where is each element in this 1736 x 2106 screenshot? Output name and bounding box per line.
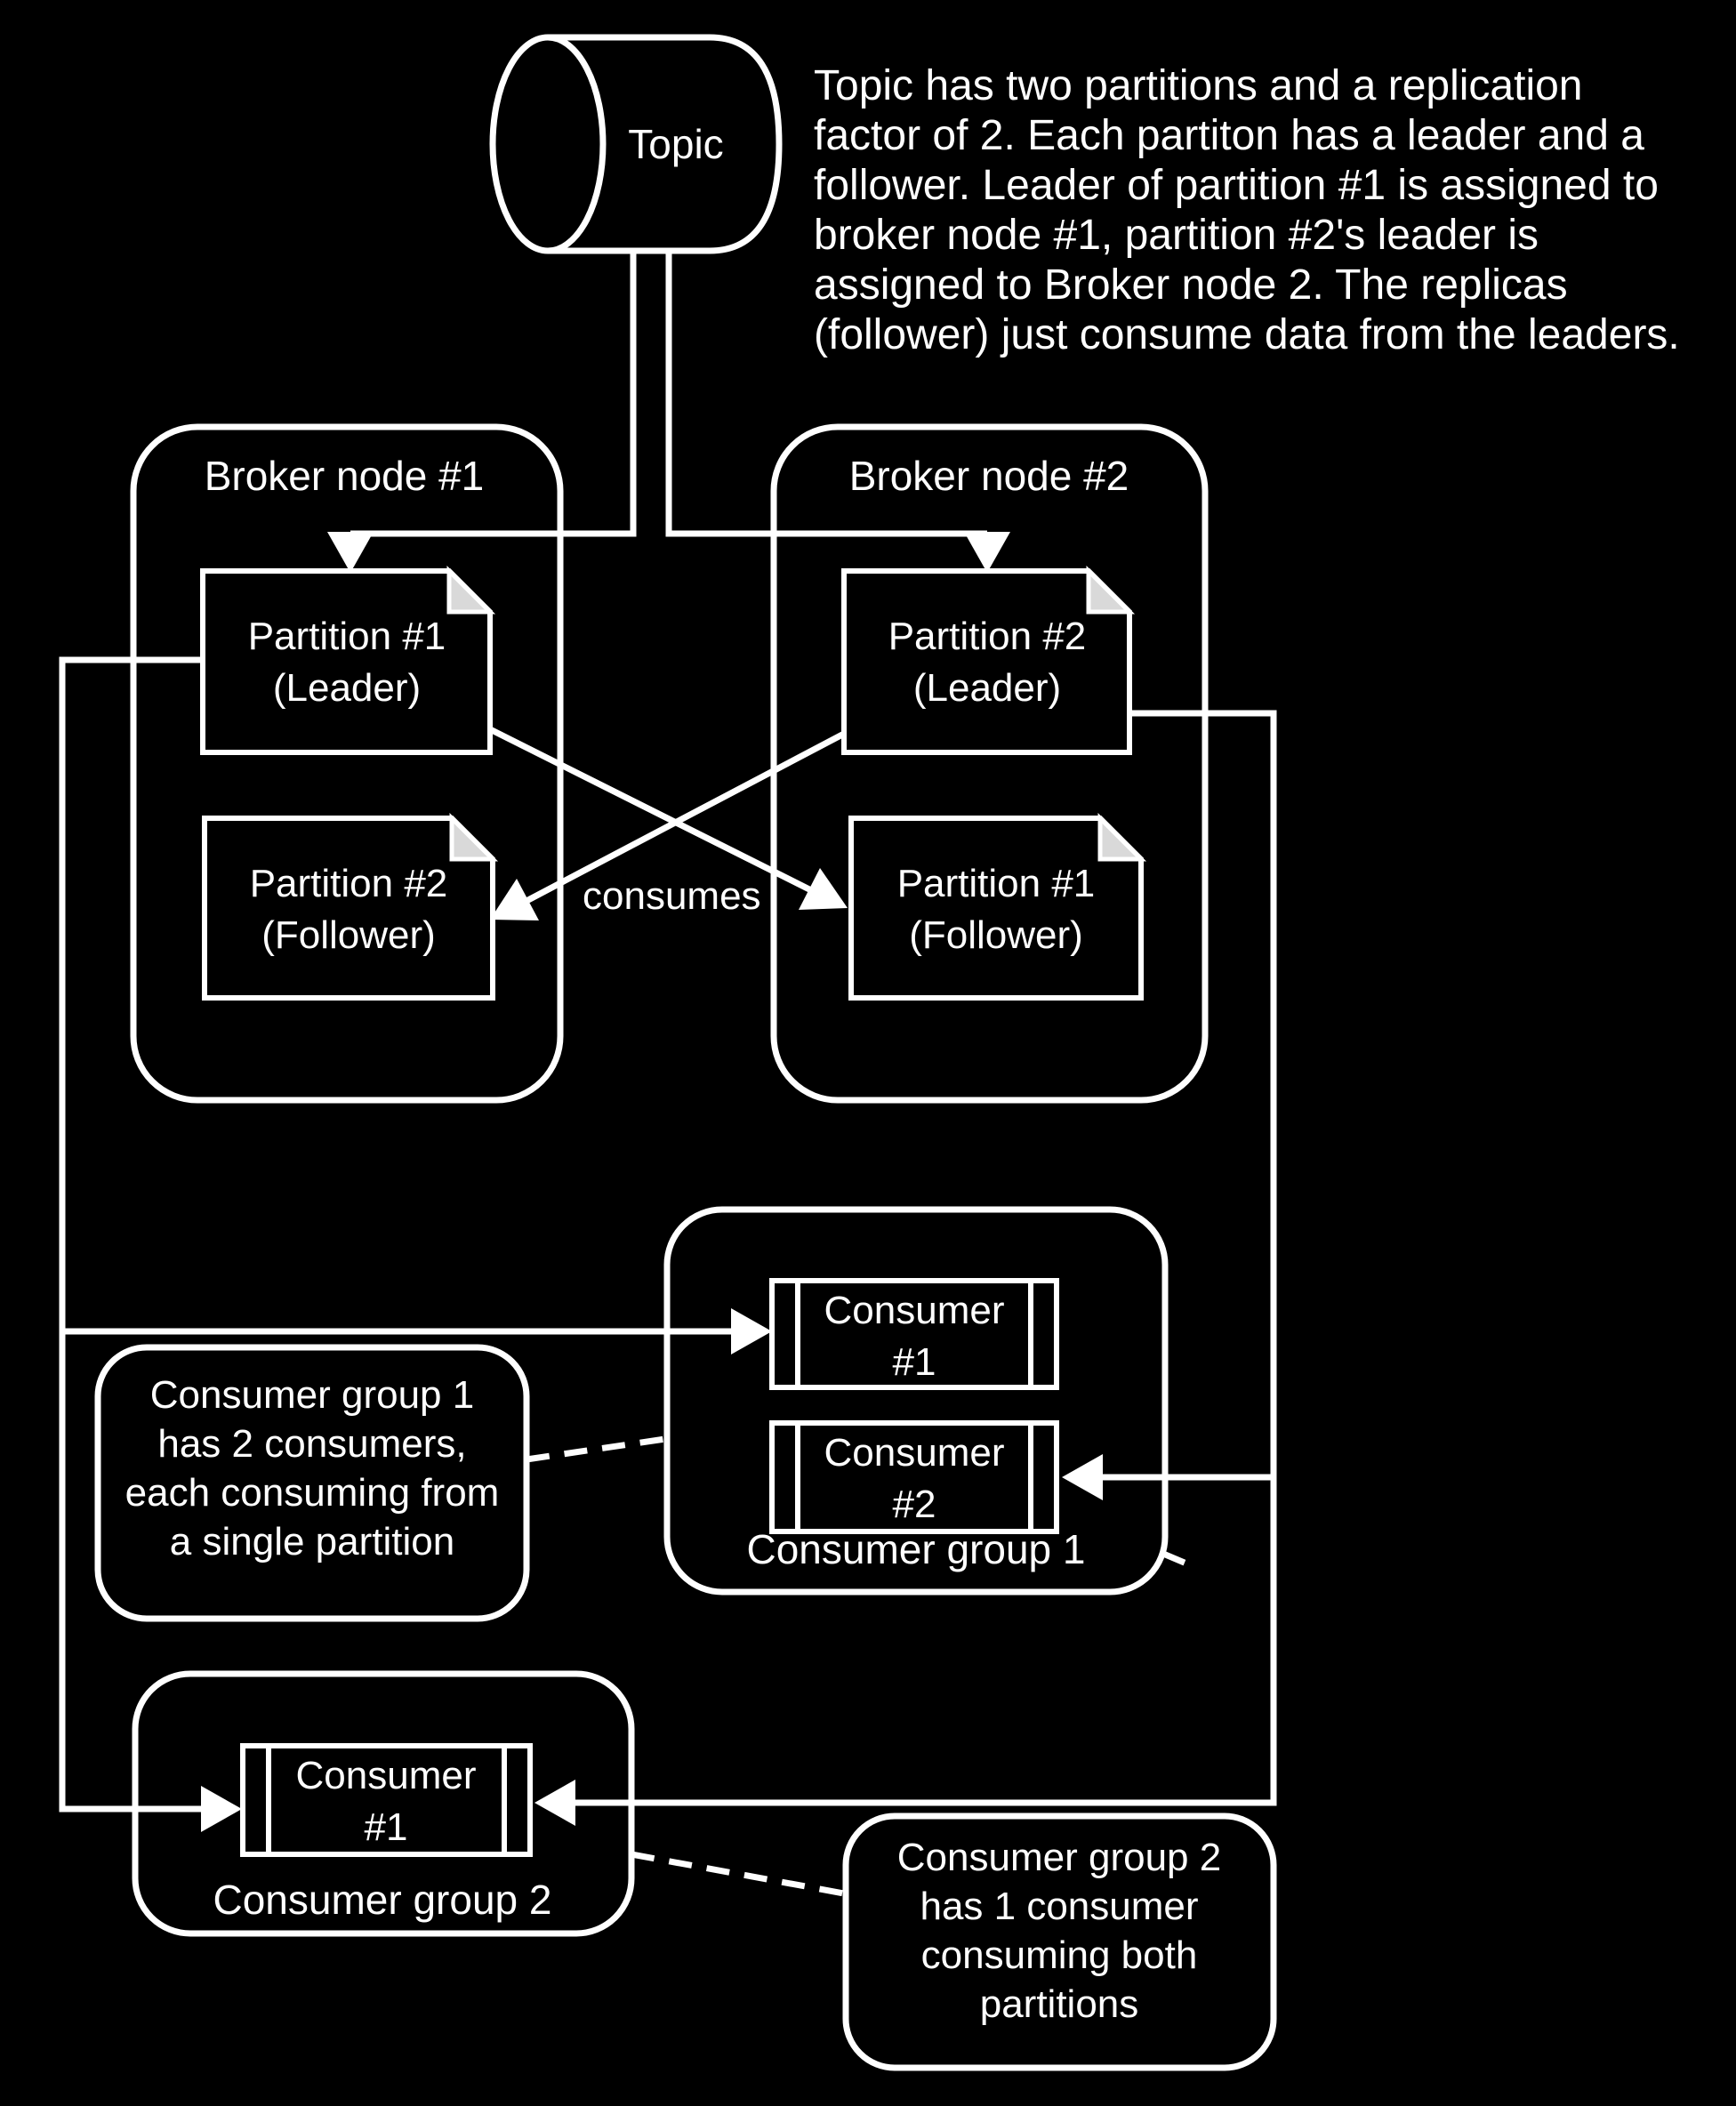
arrowhead-right-icon (201, 1786, 242, 1832)
arrowhead-down-icon (327, 532, 374, 573)
dashed-connector-fragment (1161, 1550, 1188, 1567)
arrowhead-down-icon (964, 532, 1010, 573)
broker-1-title: Broker node #1 (205, 453, 485, 499)
partition-name: Partition #1 (248, 615, 446, 658)
description-line: Topic has two partitions and a replicati… (814, 62, 1583, 109)
consumer-group-1: Consumer group 1 Consumer #1 Consumer #2 (663, 1206, 1169, 1596)
page-fold-icon (1086, 565, 1136, 615)
description-line: (follower) just consume data from the le… (814, 311, 1680, 358)
topic-to-partition2-connector (665, 251, 1010, 573)
annotation-line: Consumer group 1 (150, 1373, 474, 1417)
arrowhead-right-icon (799, 868, 848, 910)
annotation-line: each consuming from (125, 1471, 500, 1515)
consumer-name: Consumer (296, 1754, 477, 1797)
annotation-line: a single partition (170, 1520, 454, 1563)
leader1-to-follower1-consumes-arrow (488, 726, 848, 910)
partition1-to-consumers-connector (59, 656, 772, 1832)
consumer-1-box: Consumer #1 (769, 1278, 1059, 1390)
consumer-name: Consumer (824, 1289, 1005, 1332)
consumer-name: Consumer (824, 1431, 1005, 1475)
description-line: assigned to Broker node 2. The replicas (814, 261, 1568, 309)
annotation-line: Consumer group 2 (897, 1836, 1221, 1879)
page-fold-icon (1097, 812, 1147, 862)
consumer-id: #2 (893, 1483, 936, 1526)
partition-role: (Follower) (261, 913, 436, 957)
topic-to-partition1-connector (327, 251, 637, 573)
annotation-line: consuming both (921, 1933, 1198, 1977)
topic-cylinder-icon: Topic (489, 34, 783, 254)
consumer-group-2-title: Consumer group 2 (213, 1877, 552, 1923)
page-fold-icon (449, 812, 499, 862)
arrowhead-right-icon (731, 1308, 772, 1354)
partition-2-leader-box: Partition #2 (Leader) (841, 565, 1136, 755)
description-text-block: Topic has two partitions and a replicati… (814, 62, 1680, 358)
partition-1-follower-box: Partition #1 (Follower) (848, 812, 1147, 1001)
description-line: broker node #1, partition #2's leader is (814, 212, 1539, 259)
partition-1-leader-box: Partition #1 (Leader) (200, 565, 496, 755)
description-line: factor of 2. Each partiton has a leader … (814, 112, 1644, 159)
annotation-line: partitions (980, 1982, 1139, 2026)
consumer-id: #1 (893, 1340, 936, 1384)
partition-role: (Leader) (913, 666, 1061, 710)
partition-role: (Leader) (273, 666, 421, 710)
arrowhead-left-icon (1062, 1454, 1103, 1500)
annotation-consumer-group-2: Consumer group 2 has 1 consumer consumin… (842, 1813, 1277, 2071)
broker-node-2: Broker node #2 Partition #2 (Leader) Par… (770, 423, 1209, 1104)
partition-2-follower-box: Partition #2 (Follower) (202, 812, 499, 1001)
broker-node-1: Broker node #1 Partition #1 (Leader) Par… (130, 423, 564, 1104)
annotation1-dashed-connector (526, 1435, 666, 1463)
partition-name: Partition #2 (250, 862, 448, 905)
consumer-2-box: Consumer #2 (769, 1420, 1059, 1534)
annotation-consumer-group-1: Consumer group 1 has 2 consumers, each c… (94, 1344, 530, 1622)
arrowhead-left-icon (490, 879, 539, 920)
topic-label: Topic (628, 121, 723, 167)
arrowhead-left-icon (534, 1780, 575, 1826)
partition-role: (Follower) (909, 913, 1083, 957)
consumer-1-box: Consumer #1 (240, 1743, 533, 1857)
description-line: follower. Leader of partition #1 is assi… (814, 162, 1659, 209)
annotation-line: has 1 consumer (920, 1885, 1198, 1928)
annotation-line: has 2 consumers, (157, 1422, 466, 1466)
consumer-id: #1 (365, 1805, 408, 1849)
partition-name: Partition #1 (897, 862, 1096, 905)
broker-2-title: Broker node #2 (849, 453, 1129, 499)
page-fold-icon (446, 565, 496, 615)
consumer-group-2: Consumer group 2 Consumer #1 (132, 1670, 635, 1937)
partition-name: Partition #2 (888, 615, 1087, 658)
consumes-label: consumes (583, 874, 761, 918)
partition2-to-consumers-connector (534, 710, 1277, 1826)
leader2-to-follower2-consumes-arrow (490, 730, 846, 920)
